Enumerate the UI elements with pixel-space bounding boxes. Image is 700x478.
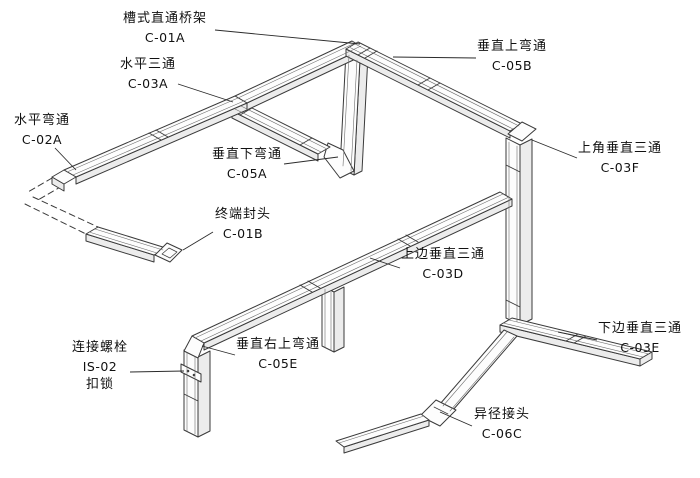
leader-line-is02 — [129, 370, 185, 373]
bend-c05e — [183, 335, 205, 359]
part-label-c03d: 上边垂直三通 C-03D — [400, 247, 486, 281]
hidden-tray-segment — [24, 177, 99, 235]
part-name: 异径接头 — [473, 407, 531, 422]
part-name: 上角垂直三通 — [577, 141, 663, 156]
narrow-run — [335, 413, 430, 454]
leader-line-c05e — [201, 345, 236, 356]
leader-line-c03f — [531, 139, 578, 159]
part-name: 上边垂直三通 — [400, 247, 486, 262]
part-code: IS-02 — [82, 358, 118, 374]
vertical-riser — [505, 137, 533, 326]
part-label-c05b: 垂直上弯通 C-05B — [476, 39, 548, 73]
bend-c02a — [51, 169, 77, 192]
part-name: 终端封头 — [214, 207, 272, 222]
part-code: C-01B — [222, 225, 264, 241]
part-label-c03a: 水平三通 C-03A — [119, 57, 177, 91]
part-label-c03e: 下边垂直三通 C-03E — [597, 321, 683, 355]
vertical-drop-member — [339, 51, 369, 176]
end-run — [85, 226, 167, 263]
part-name: 垂直下弯通 — [211, 147, 283, 162]
part-label-c01b: 终端封头 C-01B — [214, 207, 272, 241]
part-name: 水平弯通 — [13, 113, 71, 128]
part-name: 连接螺栓 — [71, 340, 129, 355]
part-code: C-05A — [226, 165, 268, 181]
leader-line-c01b — [182, 231, 214, 251]
leader-lines — [54, 29, 598, 427]
part-extra: 扣锁 — [85, 377, 115, 393]
part-code: C-05B — [491, 57, 533, 73]
part-label-c05e: 垂直右上弯通 C-05E — [235, 337, 321, 371]
part-label-c01a: 槽式直通桥架 C-01A — [122, 11, 208, 45]
leader-line-c05a — [283, 156, 339, 165]
leader-line-c06c — [439, 411, 473, 427]
down-left-run — [439, 329, 518, 411]
part-code: C-02A — [21, 131, 63, 147]
bottom-right-run — [499, 317, 653, 367]
leader-line-c05b — [392, 56, 477, 59]
part-code: C-05E — [258, 355, 298, 371]
part-label-c05a: 垂直下弯通 C-05A — [211, 147, 283, 181]
part-code: C-03A — [127, 75, 169, 91]
part-name: 垂直右上弯通 — [235, 337, 321, 352]
part-code: C-01A — [144, 29, 186, 45]
flange-tick-marks — [148, 47, 587, 402]
left-vertical-post — [183, 349, 211, 438]
part-code: C-03D — [422, 265, 464, 281]
part-label-c02a: 水平弯通 C-02A — [13, 113, 71, 147]
coupling-is02 — [180, 363, 202, 383]
bend-c05a — [323, 142, 355, 179]
leader-line-c03d — [369, 257, 401, 269]
end-cap-c01b — [154, 242, 183, 263]
leader-line-c01a — [214, 29, 361, 45]
part-name: 下边垂直三通 — [597, 321, 683, 336]
leader-line-c02a — [54, 147, 77, 171]
part-name: 垂直上弯通 — [476, 39, 548, 54]
part-label-c06c: 异径接头 C-06C — [473, 407, 531, 441]
part-name: 水平三通 — [119, 57, 177, 72]
part-label-c03f: 上角垂直三通 C-03F — [577, 141, 663, 175]
leader-line-c03a — [177, 83, 234, 103]
part-code: C-03F — [600, 159, 640, 175]
leader-line-c03e — [557, 331, 598, 341]
part-name: 槽式直通桥架 — [122, 11, 208, 26]
part-label-is02: 连接螺栓 IS-02 扣锁 — [71, 340, 129, 393]
part-code: C-06C — [481, 425, 523, 441]
part-code: C-03E — [620, 339, 660, 355]
corner-tee-c03f — [507, 121, 537, 142]
